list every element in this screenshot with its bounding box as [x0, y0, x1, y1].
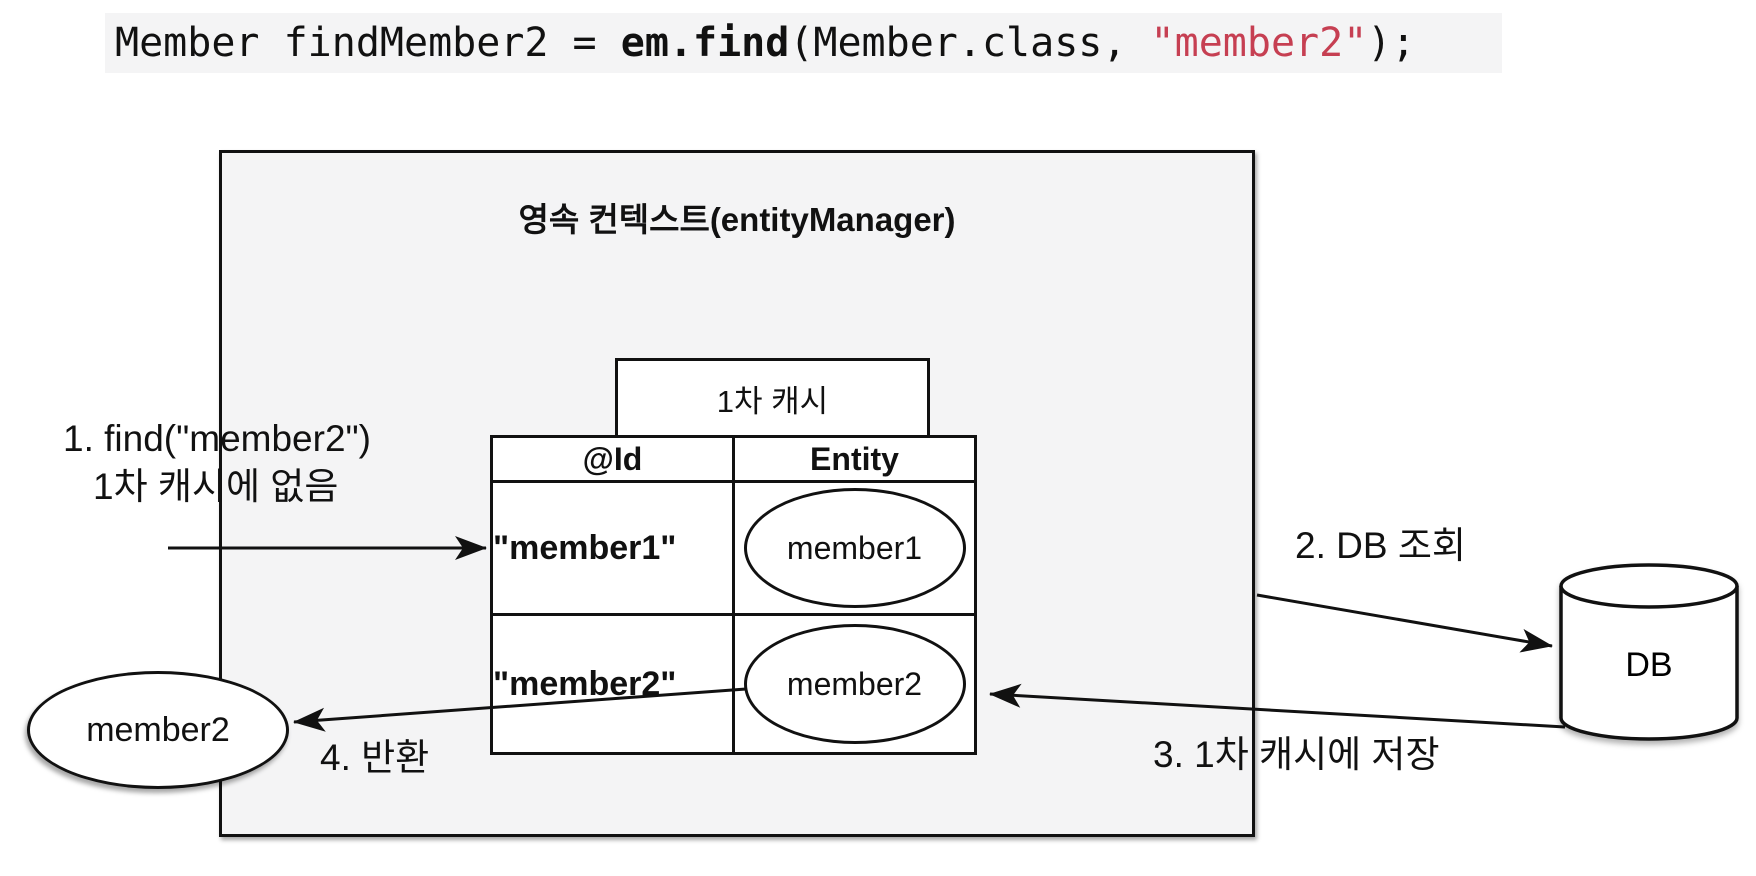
member2-entity-label: member2: [786, 665, 923, 702]
code-string-literal: "member2": [1150, 20, 1368, 66]
code-method: em.find: [620, 20, 790, 66]
arrow-step2-db-query: [1256, 593, 1553, 653]
annotation-step2: 2. DB 조회: [1295, 525, 1466, 566]
annotation-step4: 4. 반환: [320, 737, 430, 778]
annotation-step1: 1. find("member2") 1차 캐시에 없음: [63, 415, 371, 511]
db-label: DB: [1625, 646, 1672, 684]
code-suffix: );: [1367, 20, 1416, 66]
code-snippet: Member findMember2 = em.find(Member.clas…: [105, 13, 1502, 73]
persistence-context-title: 영속 컨텍스트(entityManager): [518, 201, 956, 238]
code-prefix: Member findMember2 =: [115, 20, 621, 66]
column-header-id: @Id: [490, 435, 735, 483]
entity-cell-member1: member1: [732, 480, 977, 616]
table-header-row: @Id Entity: [490, 435, 977, 483]
annotation-step1-line2: 1차 캐시에 없음: [93, 466, 339, 507]
table-row: "member1" member1: [490, 480, 977, 616]
returned-member2-label: member2: [86, 710, 230, 749]
member1-entity-label: member1: [786, 529, 923, 566]
first-level-cache-label: 1차 캐시: [716, 383, 829, 419]
table-row: "member2" member2: [490, 613, 977, 755]
annotation-step3: 3. 1차 캐시에 저장: [1153, 734, 1440, 775]
code-args: (Member.class,: [789, 20, 1151, 66]
member1-entity-ellipse: member1: [743, 488, 966, 608]
id-cell-member2: "member2": [490, 613, 735, 755]
db-cylinder: DB: [1559, 563, 1739, 741]
column-header-entity: Entity: [732, 435, 977, 483]
first-level-cache-table: @Id Entity "member1" member1 "member2" m…: [490, 435, 977, 755]
returned-member2-ellipse: member2: [27, 671, 289, 789]
first-level-cache-label-box: 1차 캐시: [615, 358, 930, 438]
annotation-step1-line1: 1. find("member2"): [63, 418, 371, 459]
entity-cell-member2: member2: [732, 613, 977, 755]
member2-entity-ellipse: member2: [743, 624, 966, 744]
id-cell-member1: "member1": [490, 480, 735, 616]
